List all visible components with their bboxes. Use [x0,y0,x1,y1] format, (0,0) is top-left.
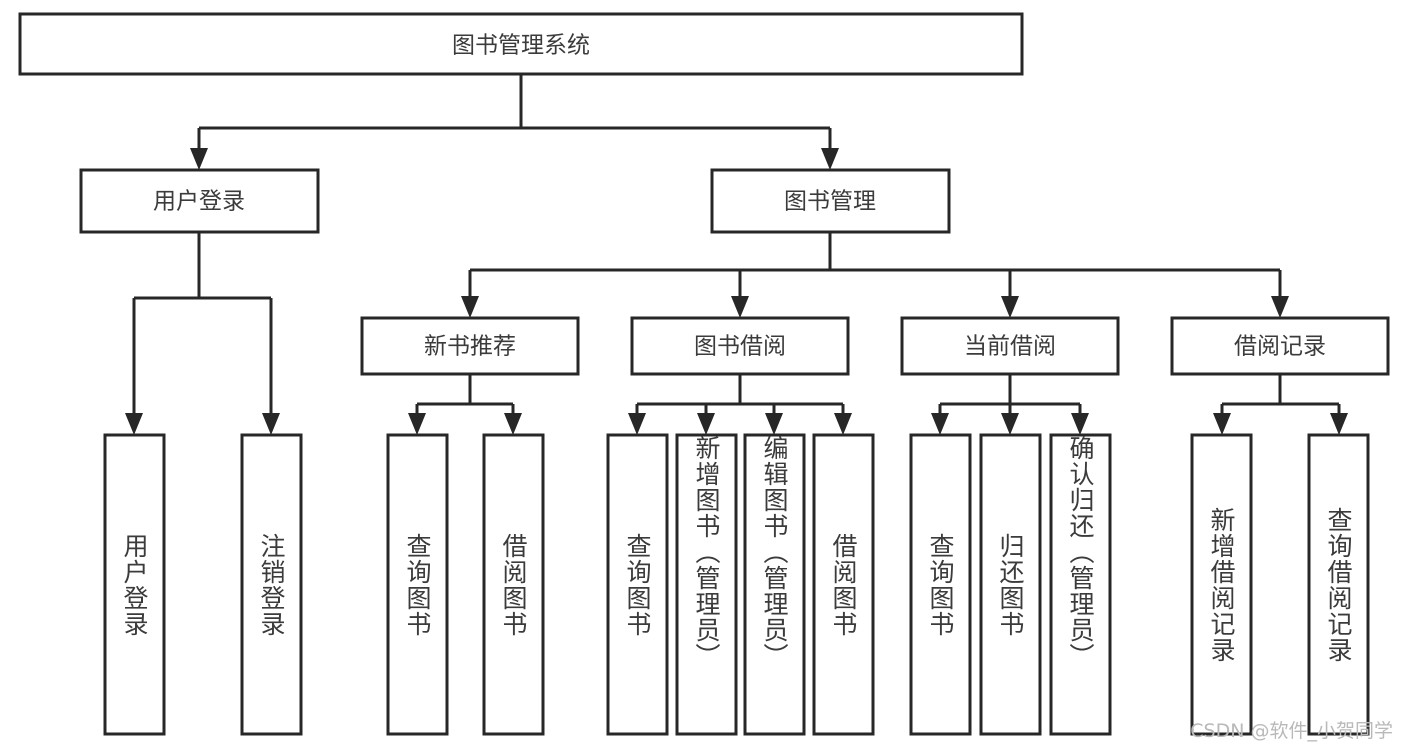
node-book-borrow-box[interactable] [630,316,850,376]
connector-group-current-borrow [931,374,1089,435]
node-leaf-user-login-box[interactable] [103,433,166,736]
node-new-book-recommend-label: 新书推荐 [424,334,516,360]
arrowhead-book-manage [821,148,839,170]
node-user-login-box[interactable] [79,168,320,234]
arrowhead-leaf-query-record [1330,413,1348,435]
node-book-manage[interactable]: 图书管理 [710,168,951,234]
arrowhead-current-borrow [1001,296,1019,318]
node-book-borrow-label: 图书借阅 [694,334,786,360]
node-user-login[interactable]: 用户登录 [79,168,320,234]
node-root-label: 图书管理系统 [452,33,590,59]
node-leaf-add-record-box[interactable] [1190,433,1253,736]
arrowhead-leaf-borrow-book-2 [834,413,852,435]
node-root[interactable]: 图书管理系统 [18,12,1024,76]
node-book-borrow[interactable]: 图书借阅 [630,316,850,376]
arrowhead-leaf-confirm-return [1071,413,1089,435]
node-current-borrow[interactable]: 当前借阅 [900,316,1120,376]
node-leaf-borrow-book-2-box[interactable] [812,433,875,736]
node-leaf-query-book-2-box[interactable] [606,433,669,736]
node-leaf-user-logout-box[interactable] [240,433,303,736]
connector-group-book-manage [461,232,1289,318]
node-borrow-record-label: 借阅记录 [1234,334,1326,360]
arrowhead-leaf-user-login [125,413,143,435]
node-root-box[interactable] [18,12,1024,76]
csdn-watermark: CSDN @软件_小贺同学 [1190,720,1393,742]
connector-group-user-login [125,232,280,435]
node-leaf-borrow-book-1-box[interactable] [482,433,545,736]
connector-group-borrow-record [1213,374,1348,435]
node-book-manage-label: 图书管理 [784,189,876,215]
node-current-borrow-box[interactable] [900,316,1120,376]
arrowhead-leaf-borrow-book-1 [504,413,522,435]
arrowhead-leaf-return-book [1001,413,1019,435]
node-book-manage-box[interactable] [710,168,951,234]
arrowhead-leaf-query-book-1 [408,413,426,435]
connector-group-new-book-recommend [408,374,522,435]
node-new-book-recommend[interactable]: 新书推荐 [360,316,580,376]
arrowhead-new-book-recommend [461,296,479,318]
arrowhead-leaf-query-book-3 [931,413,949,435]
node-user-login-label: 用户登录 [153,189,245,215]
node-leaf-add-book-box[interactable] [675,433,738,736]
arrowhead-user-login [190,148,208,170]
arrowhead-leaf-add-book [697,413,715,435]
connector-group-root [190,74,839,170]
node-leaf-query-book-3-box[interactable] [909,433,972,736]
arrowhead-leaf-add-record [1213,413,1231,435]
node-current-borrow-label: 当前借阅 [964,334,1056,360]
arrowhead-leaf-query-book-2 [628,413,646,435]
node-borrow-record[interactable]: 借阅记录 [1170,316,1390,376]
arrowhead-book-borrow [731,296,749,318]
node-leaf-query-book-1-box[interactable] [386,433,449,736]
node-leaf-confirm-return-box[interactable] [1049,433,1112,736]
node-leaf-edit-book-box[interactable] [743,433,806,736]
arrowhead-borrow-record [1271,296,1289,318]
arrowhead-leaf-user-logout [262,413,280,435]
node-borrow-record-box[interactable] [1170,316,1390,376]
node-new-book-recommend-box[interactable] [360,316,580,376]
connector-group-book-borrow [628,374,852,435]
node-leaf-return-book-box[interactable] [979,433,1042,736]
node-leaf-query-record-box[interactable] [1307,433,1370,736]
arrowhead-leaf-edit-book [765,413,783,435]
